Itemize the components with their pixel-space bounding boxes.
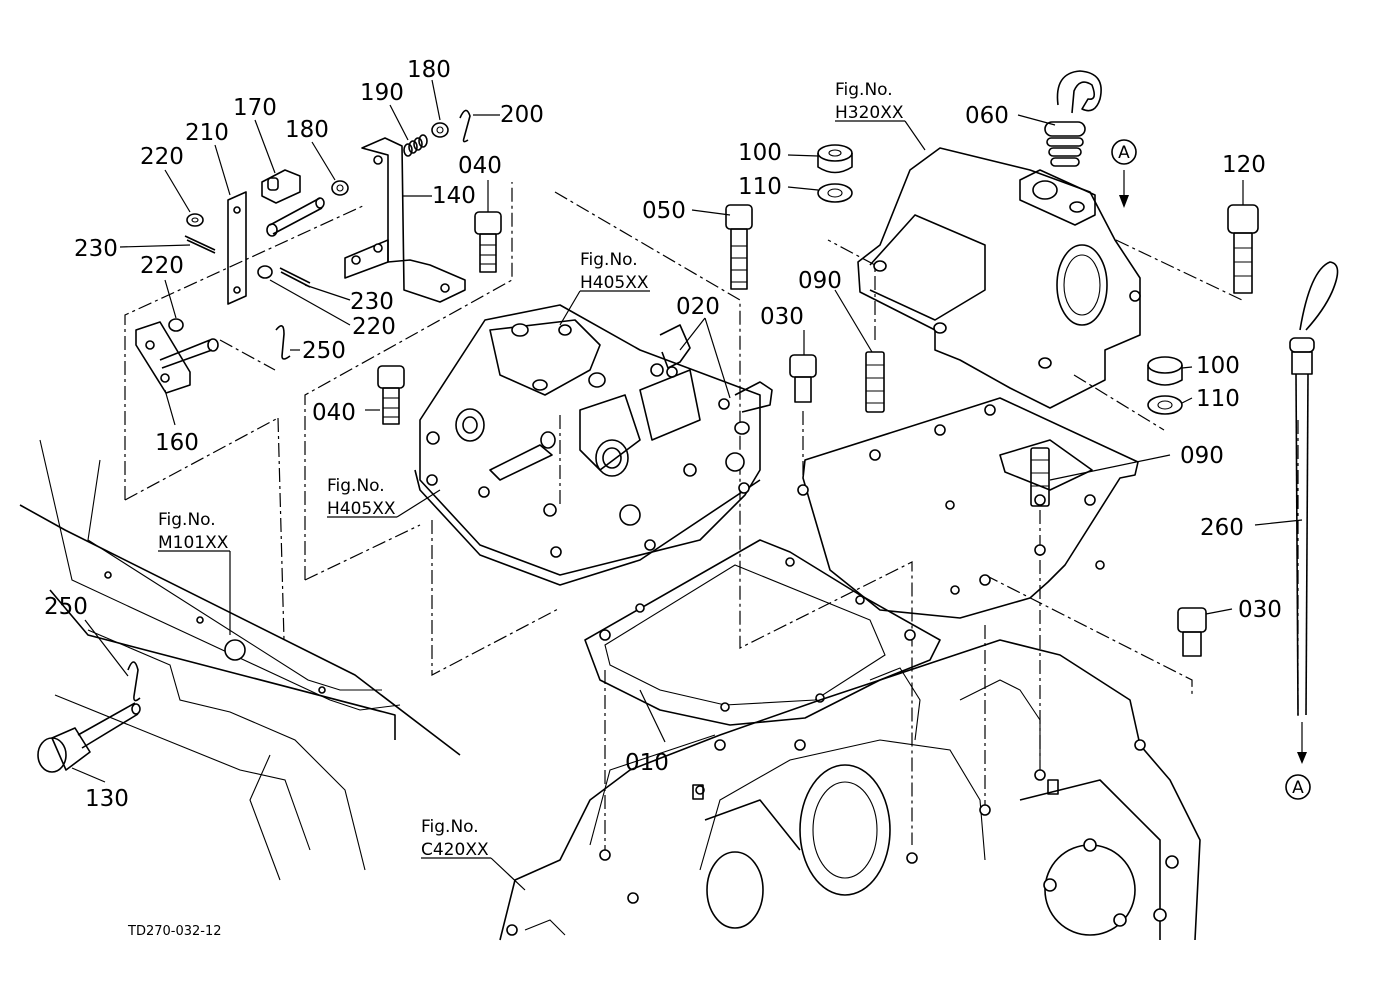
fig-ref-line2: H320XX xyxy=(835,103,904,123)
drawing-code: TD270-032-12 xyxy=(127,924,222,939)
housing-cover xyxy=(857,70,1141,409)
gasket-plates xyxy=(584,397,1139,726)
part-label-220b: 220 xyxy=(140,253,184,279)
fig-ref-line1: Fig.No. xyxy=(327,476,385,496)
dipstick xyxy=(1289,261,1339,764)
part-label-220c: 220 xyxy=(352,314,396,340)
part-label-260: 260 xyxy=(1200,515,1244,541)
linkage-bracket-assembly xyxy=(135,109,471,394)
fig-ref-line2: C420XX xyxy=(421,840,489,860)
callout-a-top: A xyxy=(1111,139,1137,165)
part-label-040b: 040 xyxy=(312,400,356,426)
part-label-060: 060 xyxy=(965,103,1009,129)
frame-and-pin xyxy=(19,439,461,881)
fasteners xyxy=(377,144,1259,657)
part-label-040: 040 xyxy=(458,153,502,179)
part-label-020: 020 xyxy=(676,294,720,320)
part-label-180: 180 xyxy=(407,57,451,83)
fig-ref-line1: Fig.No. xyxy=(158,510,216,530)
callout-a-bottom: A xyxy=(1285,774,1311,800)
part-label-210: 210 xyxy=(185,120,229,146)
part-label-230: 230 xyxy=(74,236,118,262)
part-label-220: 220 xyxy=(140,144,184,170)
fig-ref-h320xx: Fig.No. H320XX xyxy=(835,80,904,123)
fig-ref-h405xx-top: Fig.No. H405XX xyxy=(580,250,649,293)
part-label-230b: 230 xyxy=(350,289,394,315)
part-label-100b: 100 xyxy=(1196,353,1240,379)
part-label-250: 250 xyxy=(302,338,346,364)
fig-ref-h405xx-left: Fig.No. H405XX xyxy=(327,476,396,519)
fig-ref-m101xx: Fig.No. M101XX xyxy=(158,510,229,553)
part-label-010: 010 xyxy=(625,750,669,776)
part-label-100: 100 xyxy=(738,140,782,166)
part-label-030b: 030 xyxy=(1238,597,1282,623)
part-label-190: 190 xyxy=(360,80,404,106)
part-label-160: 160 xyxy=(155,430,199,456)
part-label-200: 200 xyxy=(500,102,544,128)
part-label-090: 090 xyxy=(798,268,842,294)
part-label-250b: 250 xyxy=(44,594,88,620)
callout-a-label: A xyxy=(1118,143,1130,163)
fig-ref-line1: Fig.No. xyxy=(421,817,479,837)
fig-ref-line1: Fig.No. xyxy=(835,80,893,100)
fig-ref-line2: H405XX xyxy=(327,499,396,519)
part-label-090b: 090 xyxy=(1180,443,1224,469)
part-label-140: 140 xyxy=(432,183,476,209)
callout-a-label: A xyxy=(1292,778,1304,798)
part-label-180b: 180 xyxy=(285,117,329,143)
part-label-030: 030 xyxy=(760,304,804,330)
part-label-050: 050 xyxy=(642,198,686,224)
part-label-130: 130 xyxy=(85,786,129,812)
transmission-case xyxy=(499,639,1201,941)
part-label-170: 170 xyxy=(233,95,277,121)
fig-ref-line2: H405XX xyxy=(580,273,649,293)
fig-ref-line1: Fig.No. xyxy=(580,250,638,270)
part-label-110: 110 xyxy=(738,174,782,200)
fig-ref-line2: M101XX xyxy=(158,533,229,553)
valve-body-assembly xyxy=(414,304,773,586)
part-number-labels: 180 190 200 170 210 180 220 140 040 230 … xyxy=(44,57,1282,812)
fig-ref-c420xx: Fig.No. C420XX xyxy=(421,817,489,860)
leader-lines xyxy=(71,79,1303,891)
part-label-120: 120 xyxy=(1222,152,1266,178)
part-label-110b: 110 xyxy=(1196,386,1240,412)
